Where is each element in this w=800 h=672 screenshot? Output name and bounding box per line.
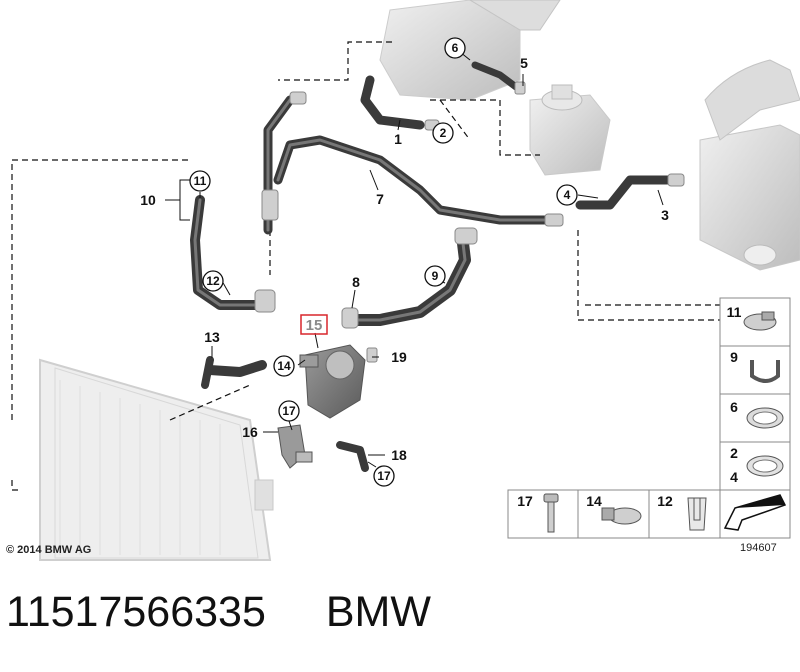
legend-label-9: 9 [730, 349, 738, 365]
callout-15: 15 [306, 317, 323, 334]
callout-11: 11 [194, 174, 207, 188]
hose-clamp-icon [743, 311, 777, 331]
callout-8: 8 [352, 274, 360, 290]
direction-arrow-icon [723, 494, 787, 531]
legend-label-11: 11 [727, 304, 742, 320]
upper-housing [379, 0, 561, 101]
callout-3: 3 [661, 207, 669, 223]
callout-17-upper: 17 [282, 404, 296, 418]
legend-label-4: 4 [730, 469, 738, 485]
hose-12 [190, 195, 267, 310]
callout-16: 16 [242, 424, 258, 440]
highlight-box-15 [300, 314, 328, 335]
legend-panel [507, 297, 791, 539]
wide-clamp-icon [746, 455, 784, 477]
callout-7: 7 [376, 191, 384, 207]
parts-diagram: 6 2 4 11 12 9 14 17 17 5 1 7 3 10 8 13 1… [6, 0, 800, 561]
hose-5 [471, 61, 524, 94]
band-clamp-icon [746, 407, 784, 429]
fittings [254, 81, 685, 363]
brand-name: BMW [325, 588, 431, 636]
callout-2: 2 [440, 126, 447, 140]
expansion-tank [529, 84, 611, 176]
callout-4: 4 [564, 188, 571, 202]
callout-12: 12 [206, 274, 220, 288]
legend-label-17: 17 [517, 493, 533, 509]
callout-10: 10 [140, 192, 156, 208]
spring-clip-icon [750, 360, 780, 383]
radiator [39, 358, 274, 561]
clamp-small-icon [601, 507, 642, 525]
callout-circles [189, 37, 578, 487]
legend-label-6: 6 [730, 399, 738, 415]
screw-icon [543, 493, 559, 533]
hose-18 [336, 441, 369, 472]
callout-13: 13 [204, 329, 220, 345]
callout-19: 19 [391, 349, 407, 365]
callout-9: 9 [432, 269, 439, 283]
bracket-16 [277, 424, 313, 469]
callout-5: 5 [520, 55, 528, 71]
callout-1: 1 [394, 131, 402, 147]
clip-icon [687, 497, 707, 531]
part-number: 11517566335 [6, 588, 266, 636]
callout-6: 6 [452, 41, 459, 55]
leader-lines [11, 41, 720, 491]
hose-3 [575, 175, 675, 210]
charge-air-cooler [699, 59, 800, 271]
electric-water-pump [299, 344, 366, 419]
hoses [190, 61, 675, 472]
hose-13 [205, 360, 267, 377]
hose-9 [344, 229, 471, 326]
copyright-text: © 2014 BMW AG [6, 544, 91, 556]
legend-label-14: 14 [586, 493, 602, 509]
callout-17-lower: 17 [377, 469, 391, 483]
legend-label-12: 12 [657, 493, 673, 509]
legend-label-2: 2 [730, 445, 738, 461]
caption: 11517566335 BMW [6, 588, 786, 648]
diagram-reference-number: 194607 [740, 542, 777, 554]
callout-18: 18 [391, 447, 407, 463]
hose-7 [273, 135, 550, 225]
callout-14: 14 [277, 359, 291, 373]
